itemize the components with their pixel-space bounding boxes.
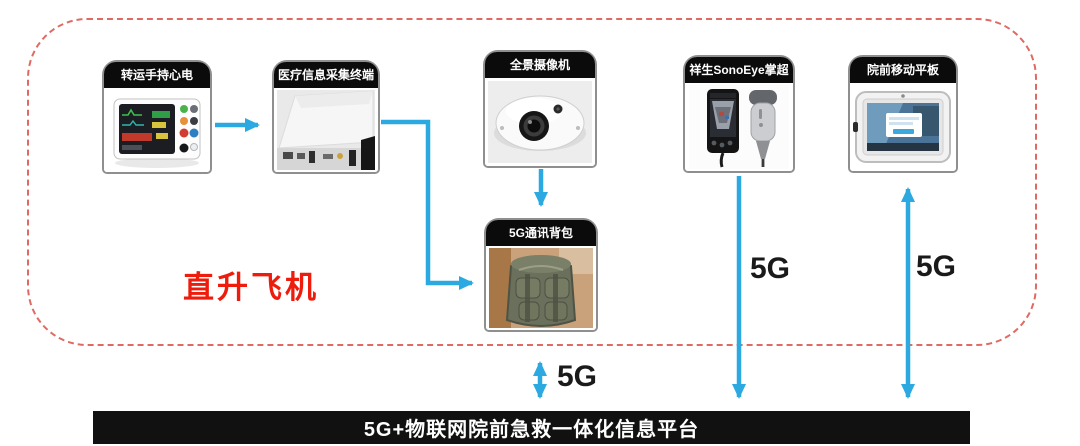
device-panoramic-camera: 全景摄像机 bbox=[483, 50, 597, 168]
helicopter-boundary bbox=[27, 18, 1037, 346]
device-5g-backpack: 5G通讯背包 bbox=[484, 218, 598, 332]
platform-bar: 5G+物联网院前急救一体化信息平台 bbox=[93, 411, 970, 444]
device-sonoeye-ultrasound: 祥生SonoEye掌超 bbox=[683, 55, 795, 173]
device-ecg-monitor: 转运手持心电 bbox=[102, 60, 212, 174]
helicopter-label: 直升飞机 bbox=[183, 270, 319, 305]
device-5g-backpack-label: 5G通讯背包 bbox=[486, 220, 596, 246]
device-sonoeye-ultrasound-label: 祥生SonoEye掌超 bbox=[685, 57, 793, 83]
device-mobile-tablet-label: 院前移动平板 bbox=[850, 57, 956, 83]
device-panoramic-camera-label: 全景摄像机 bbox=[485, 52, 595, 78]
sonoeye-ultrasound-image bbox=[689, 85, 789, 169]
device-info-terminal-label: 医疗信息采集终端 bbox=[274, 62, 378, 88]
device-ecg-monitor-label: 转运手持心电 bbox=[104, 62, 210, 88]
info-terminal-image bbox=[277, 90, 375, 170]
mobile-tablet-image bbox=[853, 91, 951, 163]
ecg-monitor-image bbox=[113, 98, 201, 168]
panoramic-camera-image bbox=[488, 81, 592, 163]
5g-backpack-image bbox=[489, 248, 593, 328]
device-info-terminal: 医疗信息采集终端 bbox=[272, 60, 380, 174]
link-label-backpack-5g: 5G bbox=[557, 360, 598, 393]
link-label-sonoeye-5g: 5G bbox=[750, 252, 791, 285]
device-mobile-tablet: 院前移动平板 bbox=[848, 55, 958, 173]
link-label-tablet-5g: 5G bbox=[916, 250, 957, 283]
